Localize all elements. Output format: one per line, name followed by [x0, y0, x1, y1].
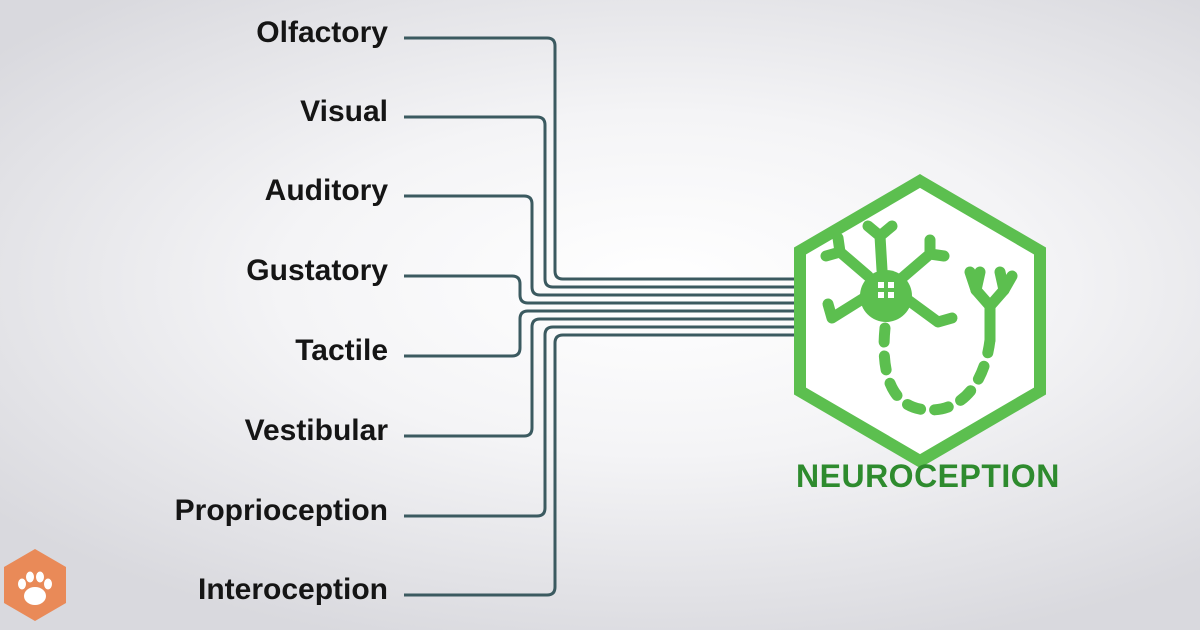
- connector-line-interoception: [404, 333, 800, 597]
- sense-label-proprioception: Proprioception: [174, 494, 388, 527]
- connector-line-tactile: [404, 309, 800, 358]
- connector-line-gustatory: [404, 274, 800, 305]
- connector-line-auditory: [404, 194, 800, 297]
- neuron-hexagon: [794, 174, 1046, 468]
- diagram-title: NEUROCEPTION: [796, 458, 1060, 494]
- sense-label-auditory: Auditory: [264, 174, 388, 207]
- sense-label-gustatory: Gustatory: [246, 254, 388, 287]
- sense-label-interoception: Interoception: [197, 573, 388, 606]
- connector-line-vestibular: [404, 317, 800, 438]
- connector-line-olfactory: [404, 36, 800, 281]
- sense-label-visual: Visual: [300, 95, 388, 128]
- connector-line-proprioception: [404, 325, 800, 518]
- neuron-cell-body: [860, 270, 912, 322]
- neuron-icon: [820, 220, 1018, 416]
- sense-label-tactile: Tactile: [295, 334, 388, 367]
- paw-print-icon: [18, 571, 52, 605]
- connector-lines: [404, 36, 800, 597]
- sense-label-vestibular: Vestibular: [244, 414, 388, 447]
- corner-logo: [4, 549, 66, 621]
- sense-label-olfactory: Olfactory: [256, 16, 388, 49]
- connector-line-visual: [404, 115, 800, 289]
